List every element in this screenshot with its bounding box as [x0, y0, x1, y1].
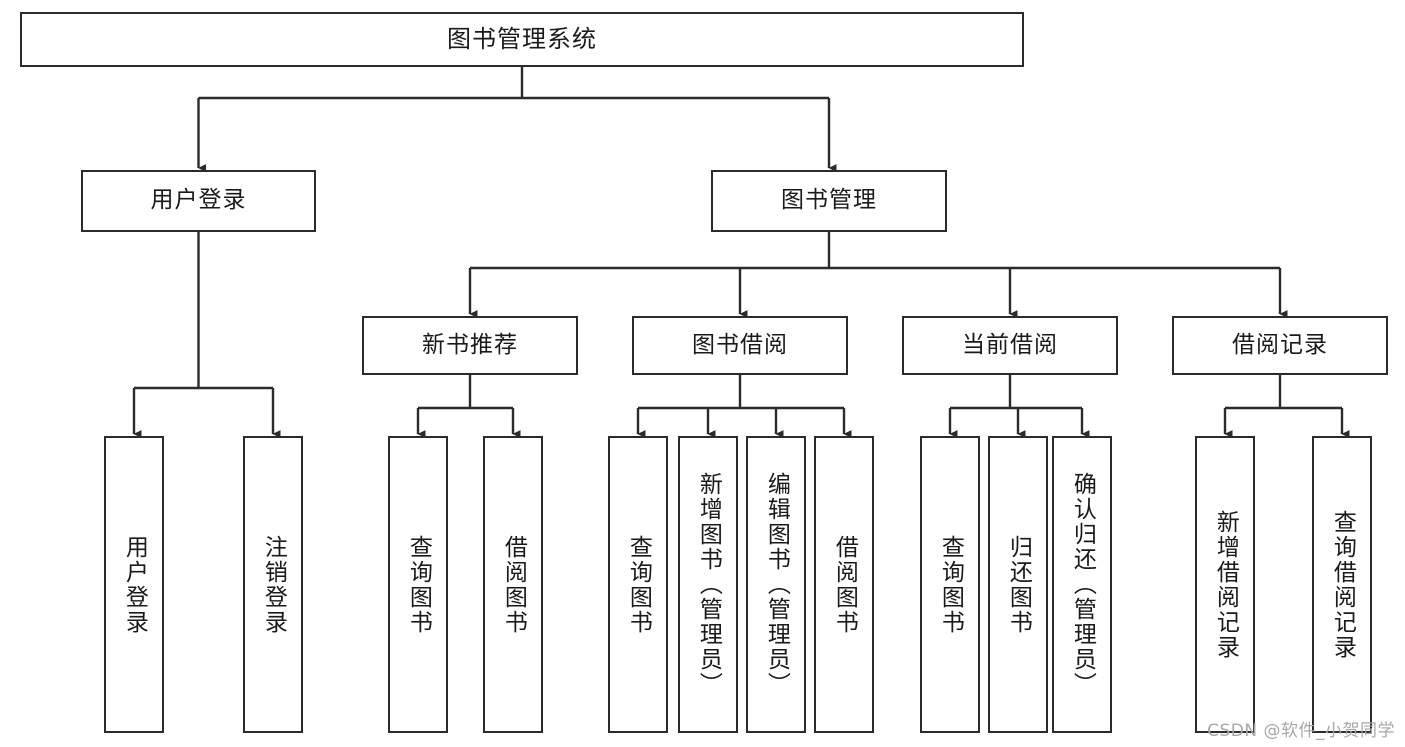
node-label: 用户登录 — [150, 187, 247, 214]
watermark-text: CSDN @软件_小贺同学 — [1207, 721, 1395, 741]
node-book-management[interactable]: 图书管理 — [711, 170, 947, 232]
node-label: 查询借阅记录 — [1329, 509, 1356, 660]
leaf-query-books-newbook[interactable]: 查询图书 — [388, 436, 448, 733]
node-label: 新增借阅记录 — [1212, 509, 1239, 660]
node-borrow-records[interactable]: 借阅记录 — [1172, 316, 1388, 375]
node-label: 新增图书（管理员） — [695, 472, 722, 697]
node-label: 编辑图书（管理员） — [763, 472, 790, 697]
node-label: 图书管理系统 — [447, 25, 597, 54]
node-label: 借阅记录 — [1232, 331, 1328, 358]
node-label: 归还图书 — [1005, 534, 1032, 635]
node-book-borrowing[interactable]: 图书借阅 — [632, 316, 848, 375]
node-current-borrowing[interactable]: 当前借阅 — [902, 316, 1118, 375]
leaf-add-book-admin[interactable]: 新增图书（管理员） — [678, 436, 738, 733]
leaf-user-login[interactable]: 用户登录 — [104, 436, 164, 733]
node-root[interactable]: 图书管理系统 — [20, 12, 1024, 67]
node-label: 用户登录 — [121, 534, 148, 635]
node-label: 借阅图书 — [831, 534, 858, 635]
leaf-query-borrow-record[interactable]: 查询借阅记录 — [1312, 436, 1372, 733]
node-user-login[interactable]: 用户登录 — [81, 170, 316, 232]
leaf-confirm-return-admin[interactable]: 确认归还（管理员） — [1052, 436, 1112, 733]
node-label: 新书推荐 — [422, 331, 518, 358]
node-label: 借阅图书 — [500, 534, 527, 635]
leaf-logout[interactable]: 注销登录 — [243, 436, 303, 733]
leaf-query-books-borrow[interactable]: 查询图书 — [608, 436, 668, 733]
leaf-return-books[interactable]: 归还图书 — [988, 436, 1048, 733]
node-new-book-recommendation[interactable]: 新书推荐 — [362, 316, 578, 375]
node-label: 查询图书 — [937, 534, 964, 635]
node-label: 图书借阅 — [692, 331, 788, 358]
node-label: 查询图书 — [405, 534, 432, 635]
node-label: 查询图书 — [625, 534, 652, 635]
node-label: 当前借阅 — [962, 331, 1058, 358]
node-label: 图书管理 — [781, 187, 877, 214]
leaf-borrow-books[interactable]: 借阅图书 — [814, 436, 874, 733]
node-label: 注销登录 — [260, 534, 287, 635]
node-label: 确认归还（管理员） — [1069, 472, 1096, 697]
edge-paths — [132, 67, 1350, 438]
leaf-add-borrow-record[interactable]: 新增借阅记录 — [1195, 436, 1255, 733]
leaf-borrow-books-newbook[interactable]: 借阅图书 — [483, 436, 543, 733]
leaf-query-books-current[interactable]: 查询图书 — [920, 436, 980, 733]
leaf-edit-book-admin[interactable]: 编辑图书（管理员） — [746, 436, 806, 733]
